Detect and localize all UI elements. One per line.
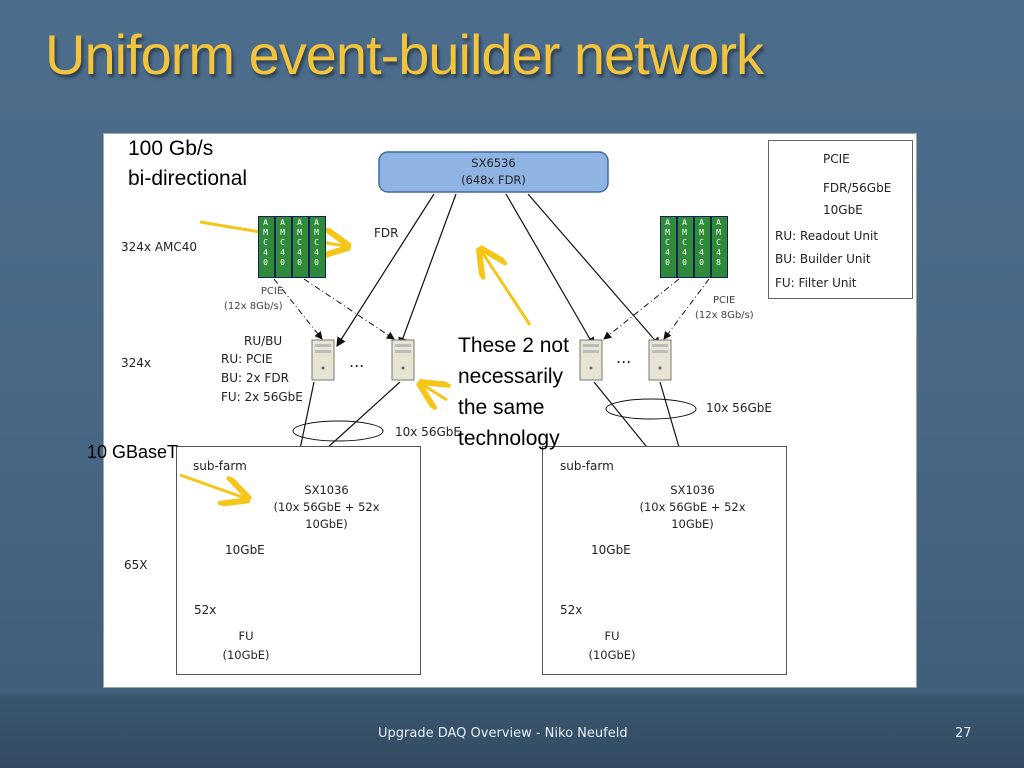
fdr-link: [336, 193, 435, 347]
tengbe-right-label: 10GbE: [591, 543, 631, 557]
tengbe-left-label: 10GbE: [225, 543, 265, 557]
core-switch-detail: (648x FDR): [461, 173, 526, 187]
subfarm-right-label: sub-farm: [560, 459, 614, 473]
edge-switch-left-label: SX1036 (10x 56GbE + 52x 10GbE): [273, 483, 380, 531]
fu-right-label: FU (10GbE): [588, 629, 636, 662]
legend-fu: FU: Filter Unit: [775, 276, 857, 290]
server-icon: [311, 339, 335, 381]
fdr-link: [527, 193, 661, 347]
link-bundle-right: [605, 398, 697, 420]
page-number: 27: [955, 726, 972, 741]
legend-bu: BU: Builder Unit: [775, 252, 871, 266]
fdr-link: [399, 193, 457, 347]
footer-band: [0, 694, 1024, 768]
pcie-link: [663, 278, 710, 340]
server-icon: [391, 339, 415, 381]
legend-10gbe: 10GbE: [823, 203, 863, 217]
legend: PCIE FDR/56GbE 10GbE RU: Readout Unit BU…: [768, 140, 913, 299]
rubu-bu: BU: 2x FDR: [221, 371, 289, 385]
legend-ru: RU: Readout Unit: [775, 229, 879, 243]
pcie-link: [603, 278, 680, 340]
pcie-right-label: PCIE: [713, 295, 736, 306]
fdr-label: FDR: [374, 226, 399, 240]
annotation-bandwidth: 100 Gb/s bi-directional: [128, 137, 248, 190]
pcie-right-detail: (12x 8Gb/s): [695, 310, 754, 321]
ellipsis-left: ...: [349, 352, 365, 371]
fu-count-left: 52x: [194, 603, 217, 617]
subfarm-left-label: sub-farm: [193, 459, 247, 473]
annotation-tech-note: These 2 not necessarily the same technol…: [458, 334, 569, 450]
core-switch-name: SX6536: [471, 156, 516, 170]
link-bundle-left: [292, 420, 384, 442]
slide-title: Uniform event-builder network: [45, 23, 764, 86]
rubu-title: RU/BU: [244, 334, 283, 348]
legend-pcie: PCIE: [823, 152, 850, 166]
server-icon: [579, 339, 603, 381]
core-switch-label: SX6536 (648x FDR): [379, 155, 608, 189]
fdr-link: [505, 193, 595, 347]
legend-fdr: FDR/56GbE: [823, 181, 892, 195]
server-icon: [648, 339, 672, 381]
pcie-link: [303, 278, 395, 340]
pcie-left-detail: (12x 8Gb/s): [224, 301, 283, 312]
annotation-basetest: 10 GBaseT: [87, 442, 179, 462]
subfarm-box-right: [542, 446, 787, 675]
amc-count-label: 324x AMC40: [121, 240, 198, 254]
subfarm-count-label: 65X: [124, 558, 148, 572]
link-bundle-right-label: 10x 56GbE: [706, 401, 772, 415]
fu-count-right: 52x: [560, 603, 583, 617]
edge-switch-right-label: SX1036 (10x 56GbE + 52x 10GbE): [639, 483, 746, 531]
rubu-ru: RU: PCIE: [221, 352, 273, 366]
ellipsis-right: ...: [616, 348, 632, 367]
server-count-label: 324x: [121, 356, 152, 370]
core-switch-box: [378, 151, 609, 193]
link-bundle-left-label: 10x 56GbE: [395, 425, 461, 439]
pcie-left-label: PCIE: [260, 286, 284, 297]
footer-text: Upgrade DAQ Overview - Niko Neufeld: [378, 726, 628, 741]
rubu-fu: FU: 2x 56GbE: [221, 390, 303, 404]
fu-left-label: FU (10GbE): [222, 629, 270, 662]
